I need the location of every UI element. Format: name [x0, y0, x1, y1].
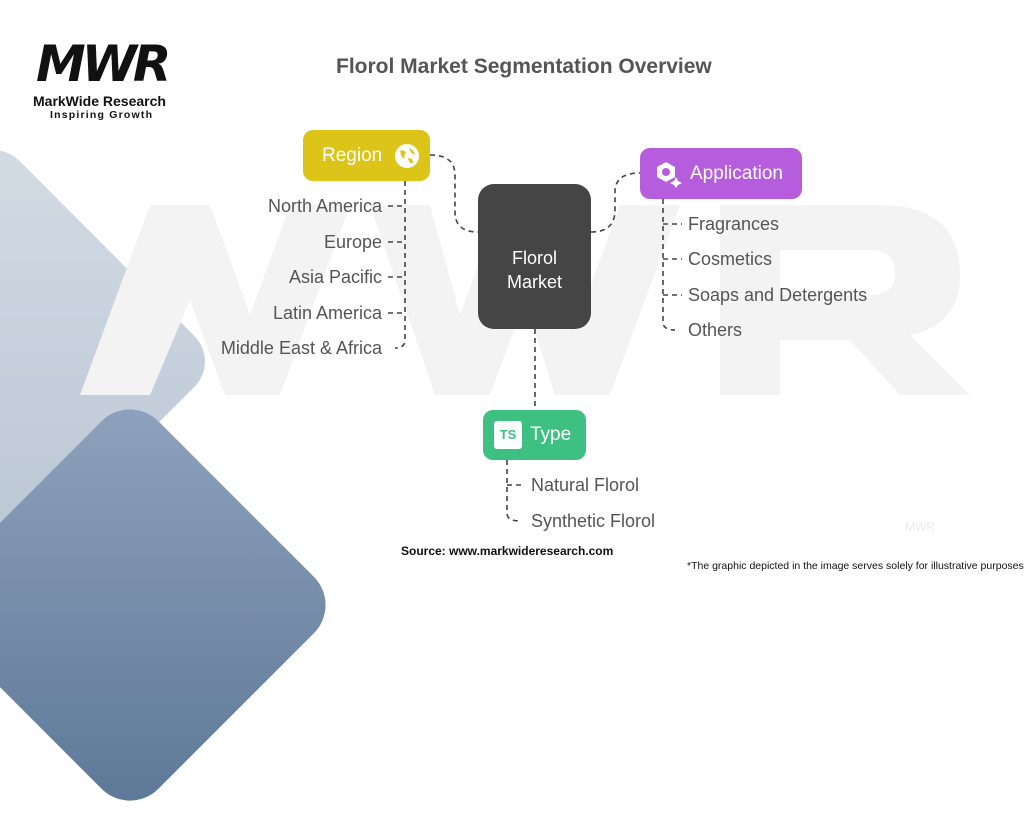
watermark-m-shape	[80, 205, 350, 395]
globe-icon	[394, 143, 420, 169]
source-text: Source: www.markwideresearch.com	[401, 544, 614, 558]
logo-tagline: Inspiring Growth	[50, 109, 154, 121]
center-line1: Florol	[511, 247, 557, 268]
region-item: Europe	[323, 232, 382, 252]
region-item: Latin America	[272, 303, 382, 323]
application-item: Fragrances	[688, 214, 780, 234]
disclaimer-note: *The graphic depicted in the image serve…	[687, 560, 1024, 572]
application-label: Application	[690, 162, 783, 184]
connector-lines	[388, 154, 682, 522]
region-node: Region	[303, 130, 430, 181]
region-item: Middle East & Africa	[220, 338, 382, 358]
watermark-r-shape	[720, 205, 970, 395]
region-item: Asia Pacific	[288, 267, 382, 287]
connector-region-items	[394, 181, 406, 349]
ts-badge-icon: TS	[494, 421, 522, 449]
logo-mark: MWR	[36, 35, 171, 93]
center-node: Florol Market	[478, 184, 591, 329]
type-item: Natural Florol	[531, 475, 640, 495]
watermark-label: MWR	[905, 520, 935, 534]
connector-application-items	[662, 199, 676, 331]
center-line2: Market	[506, 271, 562, 292]
sparkle-search-icon	[654, 160, 682, 188]
application-item: Cosmetics	[688, 249, 773, 269]
application-node: Application	[640, 148, 802, 199]
type-item: Synthetic Florol	[531, 511, 656, 531]
connector-type-items	[506, 460, 521, 522]
logo-name: MarkWide Research	[33, 93, 166, 109]
application-item: Soaps and Detergents	[688, 285, 868, 305]
connector-region-center	[429, 154, 479, 233]
ts-badge-text: TS	[499, 427, 517, 442]
connector-application-center	[590, 172, 641, 233]
page-title: Florol Market Segmentation Overview	[336, 55, 712, 78]
type-node: TS Type	[483, 410, 586, 460]
type-label: Type	[530, 424, 572, 445]
region-item: North America	[267, 196, 382, 216]
application-item: Others	[688, 320, 743, 340]
region-label: Region	[322, 144, 383, 166]
